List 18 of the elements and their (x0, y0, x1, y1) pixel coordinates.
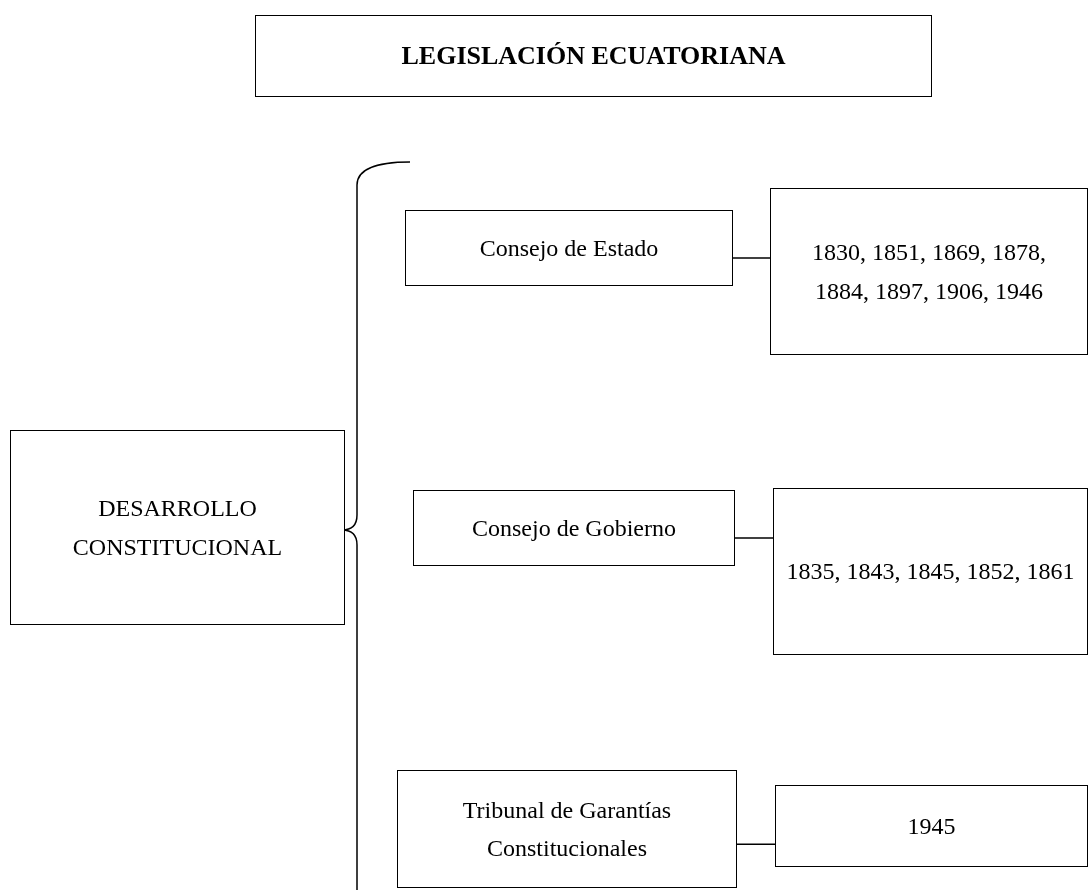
box-text: 1830, 1851, 1869, 1878, 1884, 1897, 1906, 1946 (811, 238, 1047, 306)
topic-box (10, 430, 345, 625)
box-text: 1835, 1843, 1845, 1852, 1861 (785, 557, 1076, 587)
box-text: 1945 (906, 811, 957, 841)
years-box (775, 785, 1088, 867)
connector-line (736, 843, 776, 846)
box-text: Consejo de Gobierno (471, 513, 677, 543)
box-text: Consejo de Estado (478, 233, 660, 263)
category-box (413, 490, 735, 566)
category-box (397, 770, 737, 888)
box-text: DESARROLLO CONSTITUCIONAL (71, 494, 284, 562)
connector-line (732, 257, 771, 259)
box-text: Tribunal de Garantías Constitucionales (461, 795, 673, 863)
connector-line (734, 537, 774, 539)
years-box (773, 488, 1088, 655)
title: LEGISLACIÓN ECUATORIANA (401, 40, 786, 73)
years-box (770, 188, 1088, 355)
category-box (405, 210, 733, 286)
